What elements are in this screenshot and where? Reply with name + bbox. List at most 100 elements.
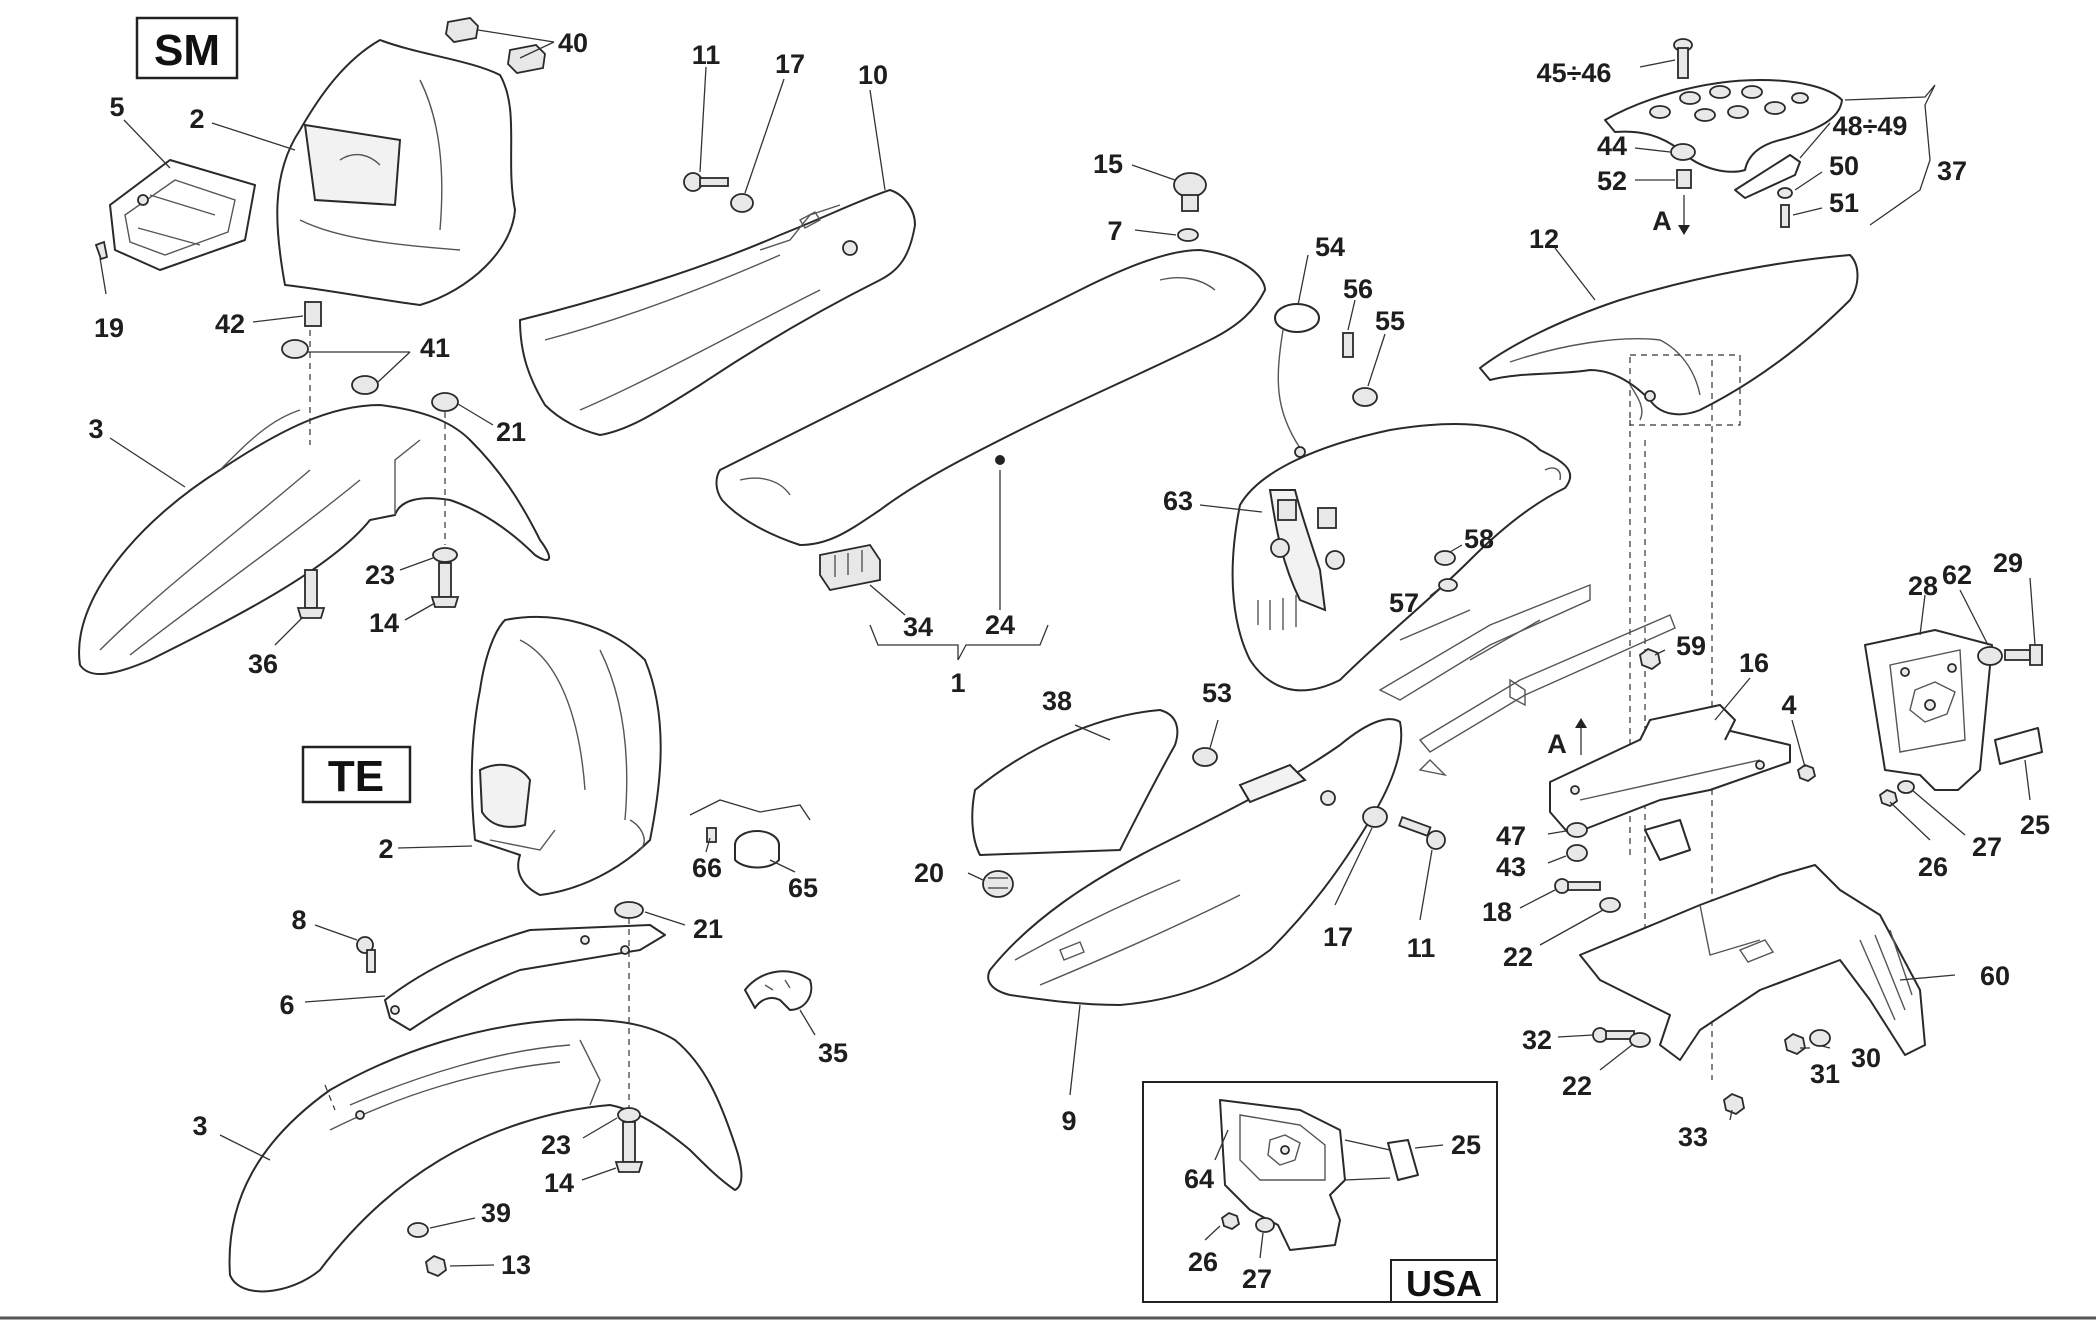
part-8-bolt [356,936,376,973]
te-variant-box [301,745,412,804]
part-9-side-cover [987,718,1403,1006]
callout-44: 44 [1597,131,1627,161]
callout-31: 31 [1810,1059,1840,1089]
callout-45-46: 45÷46 [1537,58,1612,88]
callout-51: 51 [1829,188,1859,218]
part-15-seat-cap [1173,172,1207,212]
part-19-screw [94,240,109,261]
part-39-washer [407,1222,429,1238]
callout-7: 7 [1107,216,1122,246]
callout-33: 33 [1678,1122,1708,1152]
callout-52: 52 [1597,166,1627,196]
callout-63: 63 [1163,486,1193,516]
part-66-screw [706,827,717,843]
part-22-washer-b [1629,1032,1651,1048]
callout-53: 53 [1202,678,1232,708]
part-4-nut [1796,763,1817,783]
part-rack-plate [1604,79,1843,173]
view-arrow-a-down-label: A [1652,206,1672,236]
part-7-washer [1177,228,1199,242]
sm-variant-label: SM [154,26,220,75]
callout-23-sm: 23 [365,560,395,590]
callout-57: 57 [1389,588,1419,618]
callout-17-mid: 17 [1323,922,1353,952]
part-2-te-headlight-mask [470,616,662,896]
part-51-screw [1780,204,1790,228]
callout-5: 5 [109,92,124,122]
callout-14-sm: 14 [369,608,399,638]
callout-50: 50 [1829,151,1859,181]
callout-13: 13 [501,1250,531,1280]
part-24-seat [715,249,1266,546]
callout-3-sm: 3 [88,414,103,444]
part-23-te-washer [617,1107,641,1123]
callout-19: 19 [94,313,124,343]
part-11-mid-screw [1398,815,1446,850]
callout-56: 56 [1343,274,1373,304]
part-43-rubber [1566,844,1588,862]
callout-2-sm: 2 [189,104,204,134]
callout-32: 32 [1522,1025,1552,1055]
part-29-bolt [2004,644,2043,666]
part-48-49-rack-bracket [1734,154,1801,199]
part-30-washer [1809,1029,1831,1047]
part-38-side-plate-sticker [971,709,1179,856]
side-cover-group: 38 53 20 17 11 9 [914,678,1446,1136]
part-25-reflector-right [1994,727,2043,765]
part-25-usa-reflector [1387,1139,1419,1181]
te-variant-group: TE [192,616,848,1293]
part-59-nut [1639,647,1661,671]
part-3-sm-front-fender [78,404,550,676]
part-21-sm-grommet [431,392,459,412]
part-58-rubber [1434,550,1456,566]
callout-2-te: 2 [378,834,393,864]
part-12-tail-fairing [1479,254,1859,421]
usa-label: USA [1406,1263,1482,1304]
callout-36: 36 [248,649,278,679]
callout-48-49: 48÷49 [1833,111,1908,141]
part-65-cable-clamp [734,830,780,869]
part-27-washer-right [1897,780,1915,794]
callout-66: 66 [692,853,722,883]
callout-60: 60 [1980,961,2010,991]
usa-label-box [1390,1259,1498,1303]
part-3-te-front-fender [228,1018,743,1293]
view-arrow-a-up [1575,718,1587,728]
part-14-sm-bolt [430,562,460,608]
part-60-plate-holder [1579,864,1926,1061]
callout-1: 1 [950,668,965,698]
part-26-nut-right [1878,788,1899,808]
part-56-screw [1342,332,1354,358]
callout-11-mid: 11 [1407,933,1436,963]
part-62-grommet [1977,646,2003,666]
part-31-nut [1784,1032,1806,1056]
callout-41: 41 [420,333,450,363]
callout-21-sm: 21 [496,417,526,447]
part-22-washer-a [1599,897,1621,913]
part-52-rack-spacer [1676,169,1692,189]
callout-18: 18 [1482,897,1512,927]
callout-64: 64 [1184,1164,1214,1194]
callout-29: 29 [1993,548,2023,578]
te-variant-label: TE [328,752,384,801]
part-5-headlight-grille [109,159,256,271]
callout-43: 43 [1496,852,1526,882]
callout-54: 54 [1315,232,1345,262]
part-26-usa-nut [1220,1211,1241,1231]
view-arrow-a-up-label: A [1547,729,1567,759]
callout-8: 8 [291,905,306,935]
usa-inset-group: USA 25 64 26 27 [1142,1081,1498,1304]
part-33-nut [1723,1092,1745,1116]
part-35-clip [744,970,813,1011]
callout-28: 28 [1908,571,1938,601]
callout-65: 65 [788,873,818,903]
callout-4: 4 [1781,690,1796,720]
callout-22-b: 22 [1562,1071,1592,1101]
part-27-usa-washer [1255,1217,1275,1233]
callout-16: 16 [1739,648,1769,678]
sm-variant-group: SM [78,16,588,679]
part-14-te-bolt [614,1121,644,1173]
part-55-rubber [1352,387,1378,407]
callout-14-te: 14 [544,1168,574,1198]
